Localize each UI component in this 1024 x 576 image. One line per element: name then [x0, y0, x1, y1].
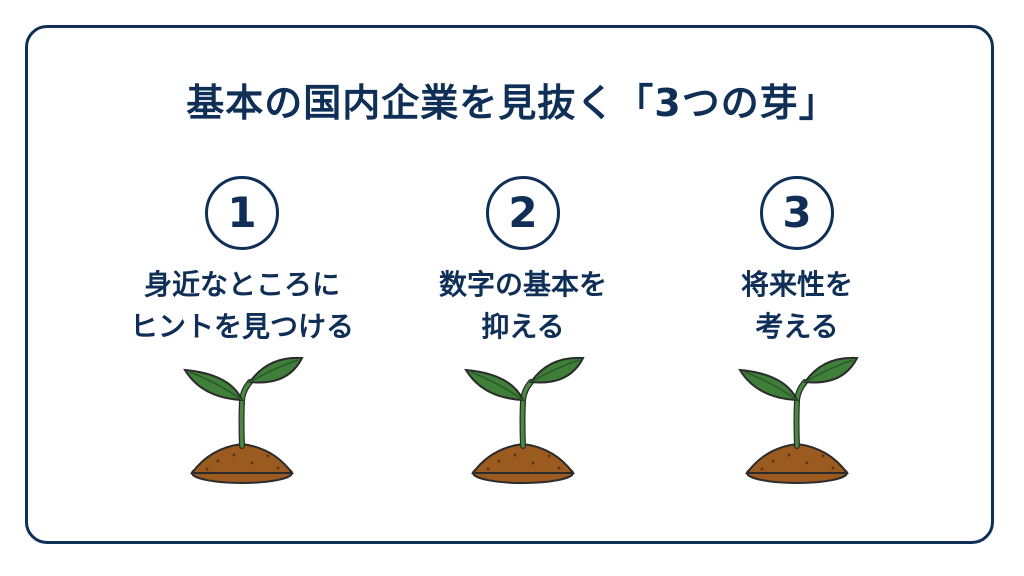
- column-1: 1 身近なところに ヒントを見つける: [112, 176, 372, 496]
- column-3-label: 将来性を 考える: [667, 264, 927, 348]
- column-2: 2 数字の基本を 抑える: [393, 176, 653, 496]
- column-3: 3 将来性を 考える: [667, 176, 927, 496]
- column-3-line2: 考える: [755, 310, 839, 343]
- column-1-line1: 身近なところに: [143, 268, 340, 301]
- column-2-line2: 抑える: [481, 310, 565, 343]
- page-title: 基本の国内企業を見抜く「3つの芽」: [186, 81, 838, 125]
- number-circle-2: 2: [486, 176, 560, 250]
- number-circle-1: 1: [205, 176, 279, 250]
- column-2-line1: 数字の基本を: [438, 268, 607, 301]
- column-1-line2: ヒントを見つける: [129, 310, 354, 343]
- column-3-line1: 将来性を: [740, 268, 853, 301]
- sprout-icon: [738, 356, 859, 484]
- sprout-icon: [183, 356, 304, 484]
- number-circle-3: 3: [760, 176, 834, 250]
- column-1-label: 身近なところに ヒントを見つける: [112, 264, 372, 348]
- column-2-label: 数字の基本を 抑える: [393, 264, 653, 348]
- sprout-icon: [464, 356, 585, 484]
